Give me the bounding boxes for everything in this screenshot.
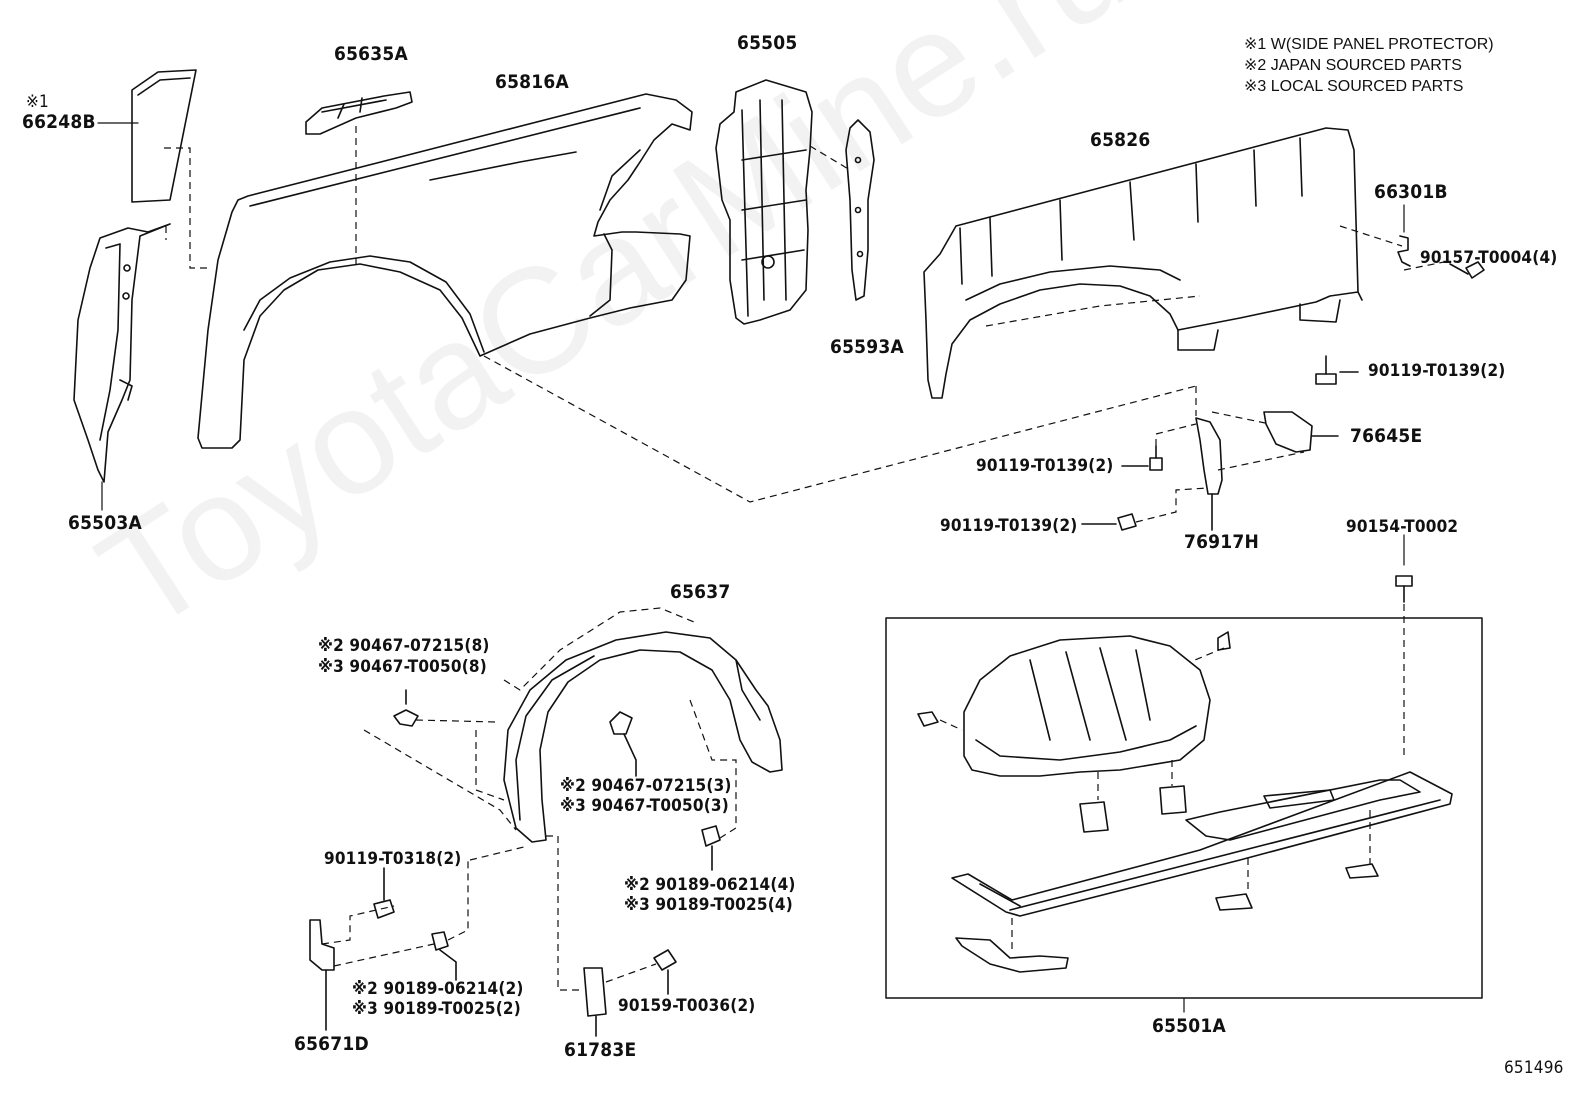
label-76917h: 76917H (1184, 531, 1259, 553)
bracket-part-65671d (309, 919, 335, 1031)
quarter-panel-65816a (197, 93, 693, 449)
label-65671d: 65671D (294, 1033, 369, 1055)
label-65637: 65637 (670, 581, 731, 603)
label-65505: 65505 (737, 32, 798, 54)
label-90159: 90159-T0036(2) (618, 996, 756, 1016)
label-90119-a: 90119-T0139(2) (976, 456, 1114, 476)
diagram-id: 651496 (1504, 1058, 1564, 1078)
wheel-liner-65637 (503, 631, 783, 843)
label-65593a: 65593A (830, 336, 904, 358)
pillar-part-65503a (73, 223, 171, 483)
label-66248b: 66248B (22, 111, 96, 133)
floor-rail-part (951, 771, 1453, 917)
label-90467-a1: ※2 90467-07215(8) (318, 636, 490, 656)
label-90189-b1: ※2 90189-06214(2) (352, 979, 524, 999)
label-90189-a1: ※2 90189-06214(4) (624, 875, 796, 895)
wheel-house-part (963, 635, 1211, 777)
clip-90189-b (431, 931, 457, 981)
label-65503a: 65503A (68, 512, 142, 534)
label-90119-right: 90119-T0139(2) (1368, 361, 1506, 381)
label-76645e: 76645E (1350, 425, 1423, 447)
mount-block-2 (1159, 785, 1187, 815)
pad-part-61783e (583, 967, 607, 1037)
clip-part-66301b (1397, 235, 1411, 267)
label-90467-b2: ※3 90467-T0050(3) (560, 796, 729, 816)
label-65816a: 65816A (495, 71, 569, 93)
label-90154: 90154-T0002 (1346, 517, 1459, 537)
inner-panel-65505 (715, 79, 813, 325)
bed-side-inner-65826 (923, 127, 1363, 399)
mount-block-1 (1079, 801, 1109, 833)
label-90189-a2: ※3 90189-T0025(4) (624, 895, 793, 915)
label-90157: 90157-T0004(4) (1420, 248, 1558, 268)
upper-rail-part (1185, 779, 1421, 841)
label-61783e: 61783E (564, 1039, 637, 1061)
strip-part-65593a (845, 119, 875, 301)
bolt-90157 (1449, 261, 1485, 279)
legend-note-2: ※2 JAPAN SOURCED PARTS (1244, 57, 1462, 74)
small-clip-right (1217, 631, 1231, 651)
label-90467-b1: ※2 90467-07215(3) (560, 776, 732, 796)
bolt-90119-right (1315, 355, 1359, 385)
small-clip-left (917, 711, 939, 727)
label-65501a: 65501A (1152, 1015, 1226, 1037)
assembly-box-65501a (885, 617, 1483, 999)
legend-note-1: ※1 W(SIDE PANEL PROTECTOR) (1244, 36, 1494, 53)
label-90119-t0318: 90119-T0318(2) (324, 849, 462, 869)
bolt-90119-t0318 (373, 867, 395, 919)
bolt-90119-b (1081, 513, 1137, 531)
label-65635a: 65635A (334, 43, 408, 65)
bracket-part-76645e (1263, 411, 1339, 453)
bolt-90154 (1395, 575, 1413, 603)
label-66248b-mark: ※1 (26, 92, 49, 112)
label-90467-a2: ※3 90467-T0050(8) (318, 657, 487, 677)
label-90189-b2: ※3 90189-T0025(2) (352, 999, 521, 1019)
bracket-part-76917h (1195, 417, 1223, 531)
clip-90467-a (393, 689, 419, 727)
bracket-part-65635a (305, 91, 413, 135)
clip-90189-a (701, 825, 721, 871)
bolt-90159 (653, 949, 677, 995)
legend-note-3: ※3 LOCAL SOURCED PARTS (1244, 78, 1464, 95)
bolt-90119-a (1121, 445, 1163, 471)
label-66301b: 66301B (1374, 181, 1448, 203)
clip-90467-b (609, 711, 637, 777)
floor-pads (955, 863, 1379, 973)
side-panel-protector-part (131, 69, 197, 203)
label-65826: 65826 (1090, 129, 1151, 151)
label-90119-b: 90119-T0139(2) (940, 516, 1078, 536)
